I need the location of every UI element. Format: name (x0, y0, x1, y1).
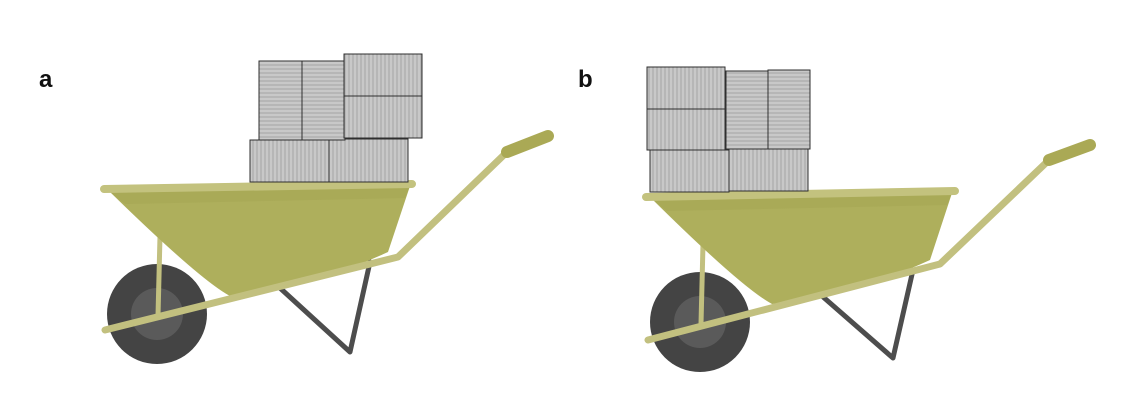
brick-icon (343, 95, 423, 139)
panel-label-a: a (39, 66, 53, 93)
support-leg-icon (819, 267, 916, 361)
brick-icon (258, 60, 303, 141)
handle-frame-icon (644, 156, 1053, 344)
brick-icon (646, 108, 726, 151)
brick-icon (328, 138, 409, 183)
wheelbarrow-a (100, 130, 554, 364)
panel-label-b: b (578, 66, 593, 93)
tray-icon (652, 193, 952, 304)
brick-icon (646, 66, 726, 110)
support-leg-icon (277, 259, 373, 355)
brick-icon (725, 70, 769, 150)
brick-stack-a (249, 53, 423, 183)
tray-rim-icon (642, 187, 959, 201)
brick-icon (649, 149, 730, 193)
brick-icon (301, 60, 346, 141)
brick-icon (343, 53, 423, 97)
handle-frame-icon (101, 148, 511, 334)
tray-icon (110, 186, 410, 296)
brick-icon (767, 69, 811, 150)
grip-icon (501, 130, 554, 158)
brick-icon (728, 148, 809, 192)
brick-stack-b (646, 66, 811, 193)
tray-rim-icon (100, 180, 416, 193)
grip-icon (1043, 139, 1096, 166)
wheelbarrow-b (642, 139, 1096, 372)
brick-icon (249, 139, 330, 183)
